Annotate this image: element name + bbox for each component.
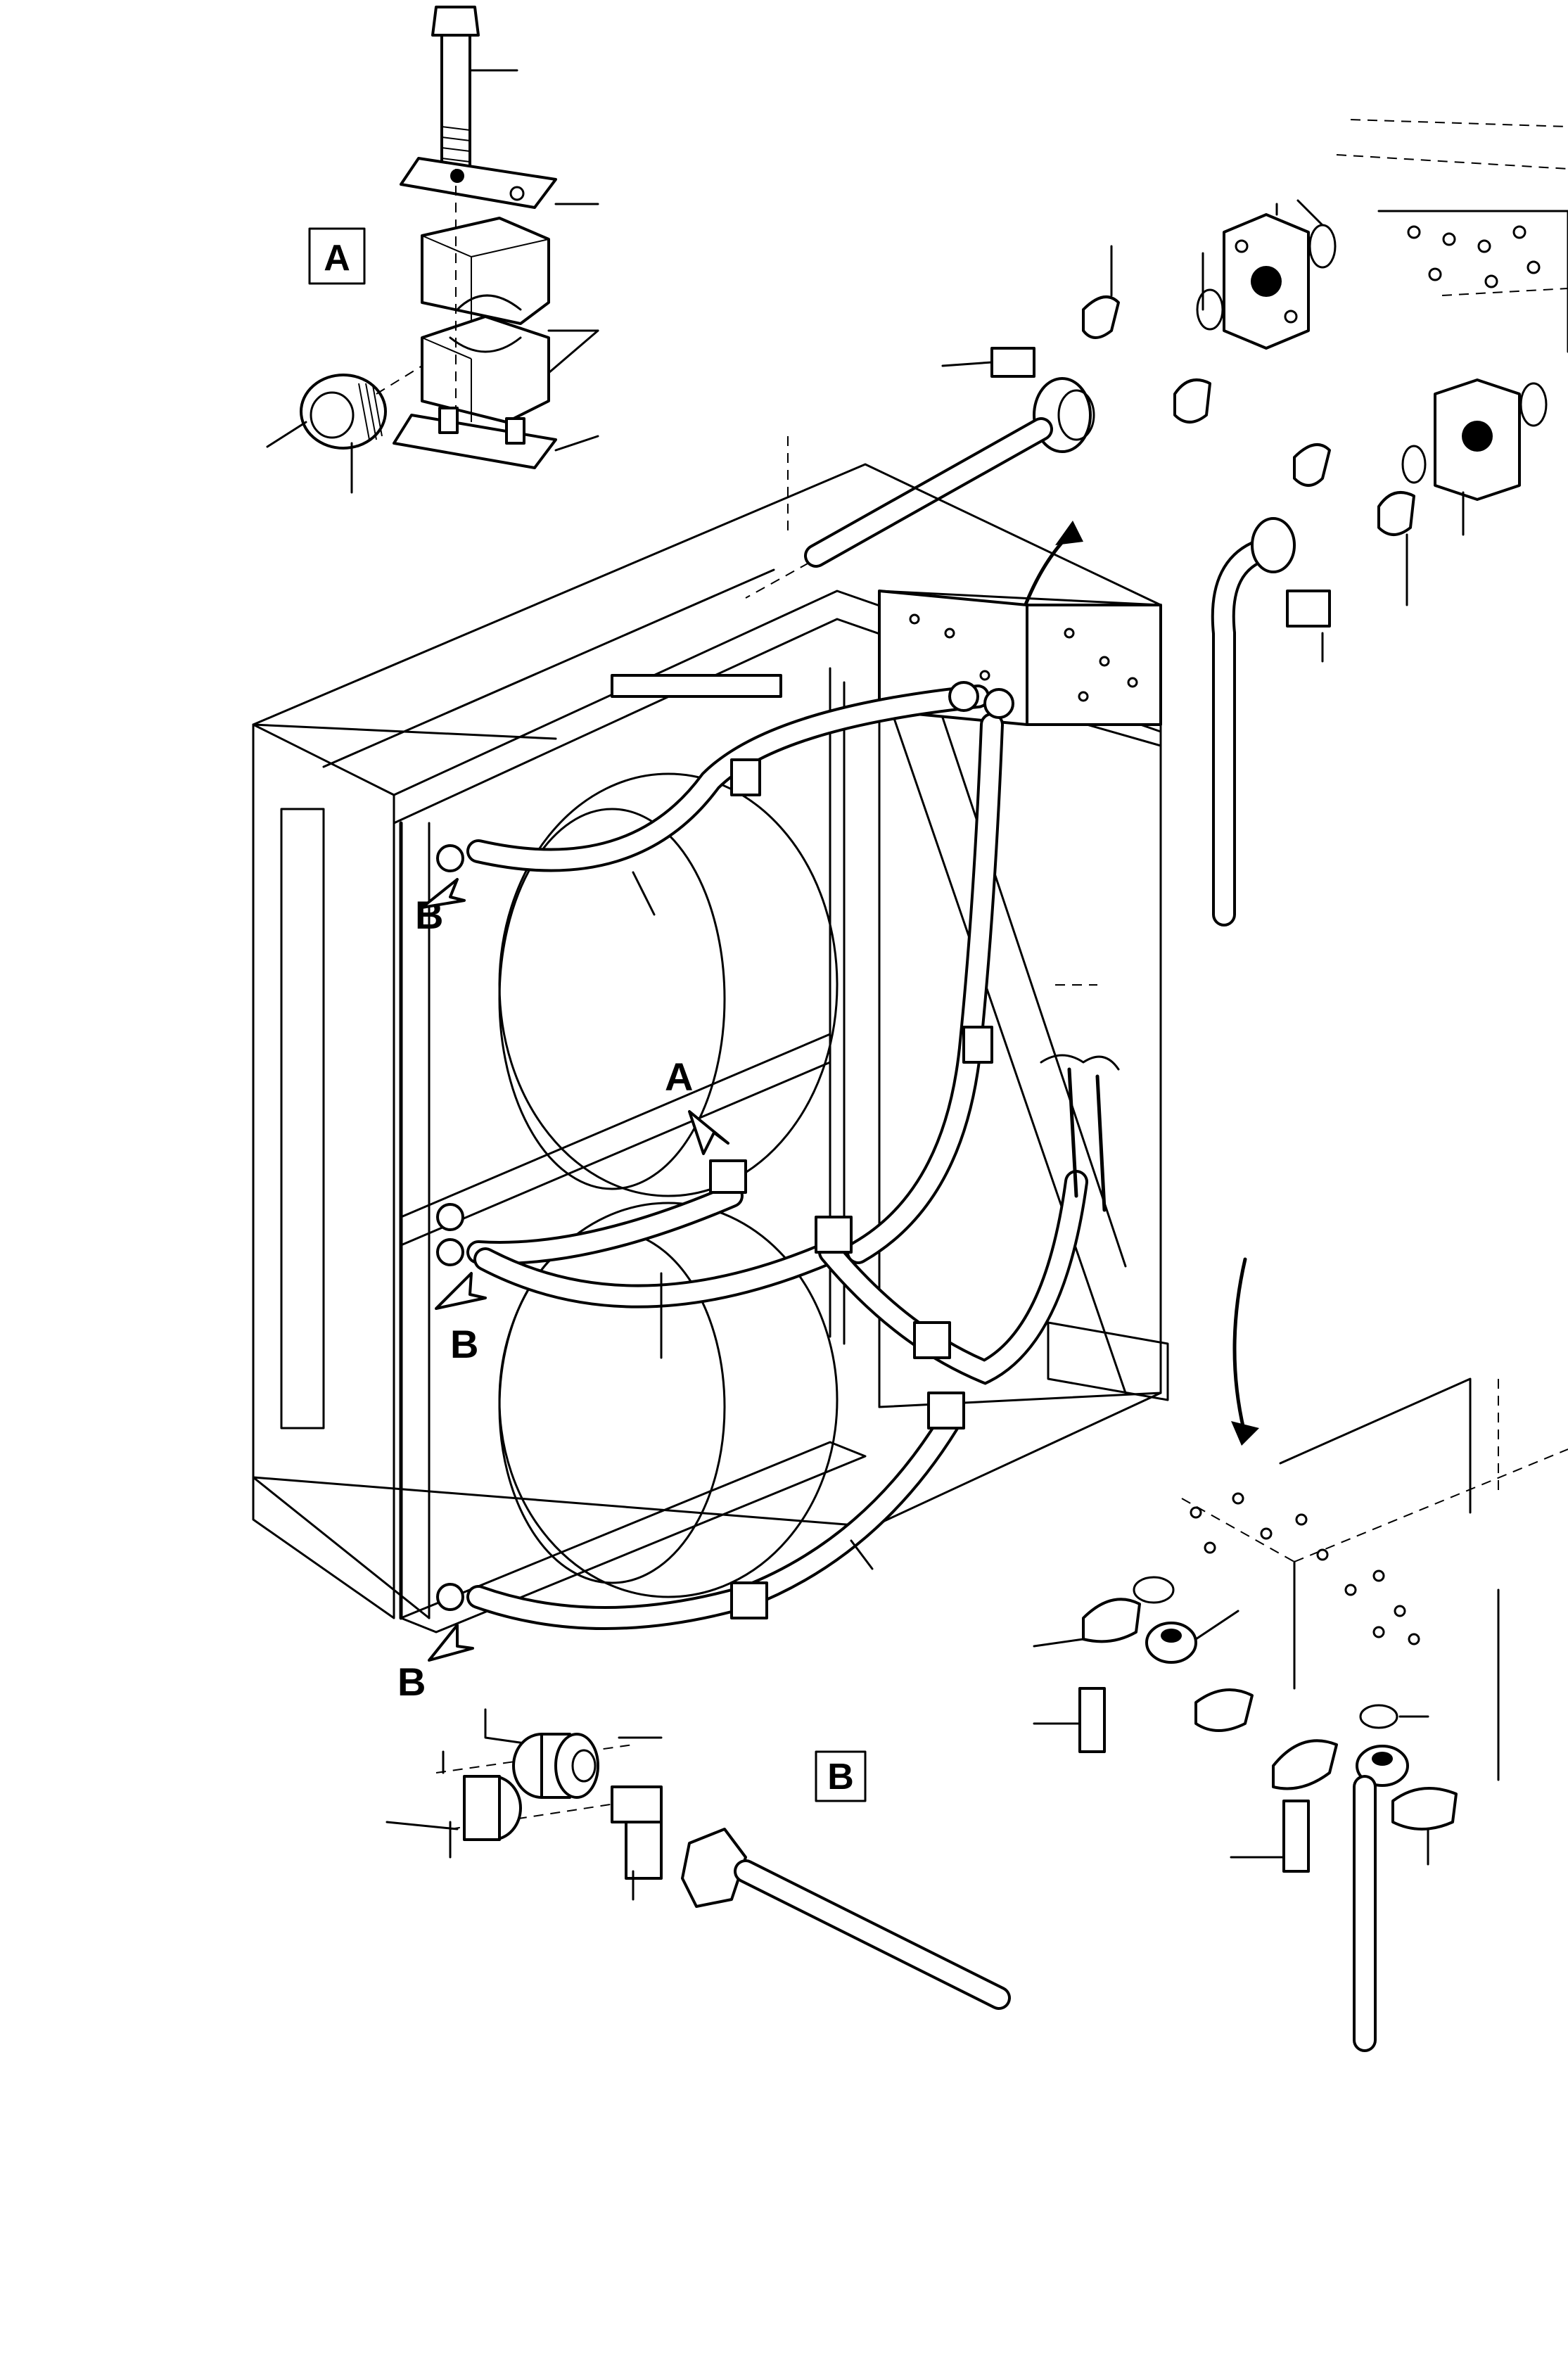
hose-clamp [815,1216,853,1254]
cooler-hoses [436,674,1120,1630]
clamp-nut [300,374,387,450]
callout-b-middle: B [450,1322,478,1366]
cap-screw [1286,590,1331,628]
clamp-upper-half [421,217,550,325]
cooler-frame [252,436,1169,1634]
detail-a-box-label: A [324,238,350,279]
direction-arrow-down [1232,1257,1247,1437]
cap-screw [990,347,1035,378]
detail-a-clamp-assembly: A [266,6,599,494]
port-fitting [436,844,464,872]
port-fitting [436,1238,464,1266]
port-fitting [436,1583,464,1611]
cap-screw [1282,1800,1310,1873]
callout-b-lower: B [397,1660,426,1704]
detail-b-box-label: B [827,1757,854,1797]
adapter-fitting [611,1785,663,1823]
split-flange-half [1173,378,1211,424]
detail-b-box [815,1750,867,1802]
split-flange-half [1082,295,1120,339]
callout-a: A [665,1055,693,1099]
hose-clamp [927,1392,965,1430]
hose-clamp [730,1581,768,1619]
lower-right-flange-assembly [1033,1257,1568,2052]
clamp-lower-half [421,315,550,424]
hose-clamp [709,1159,747,1194]
port-fitting [436,1203,464,1231]
o-ring [1133,1576,1175,1604]
o-ring [1519,382,1548,427]
clamp-bar [611,674,782,698]
o-ring [1196,288,1224,331]
hose-clamp [730,758,761,796]
cap-screw [1078,1687,1106,1753]
clamp-cover-plate [400,157,557,209]
upper-right-flange-fittings [745,119,1568,927]
o-ring [1308,224,1337,269]
hose-clamp [962,1026,993,1064]
hose-nut [681,1828,747,1908]
callouts: B B B A [397,878,729,1704]
detail-a-box [308,227,366,285]
o-ring [1401,445,1427,484]
o-ring [1359,1704,1398,1729]
hose-clamp [913,1321,951,1359]
detail-b-fitting: B [385,1708,1011,2010]
clamp-base-plate [393,414,557,469]
clamp-bolt [431,6,480,170]
